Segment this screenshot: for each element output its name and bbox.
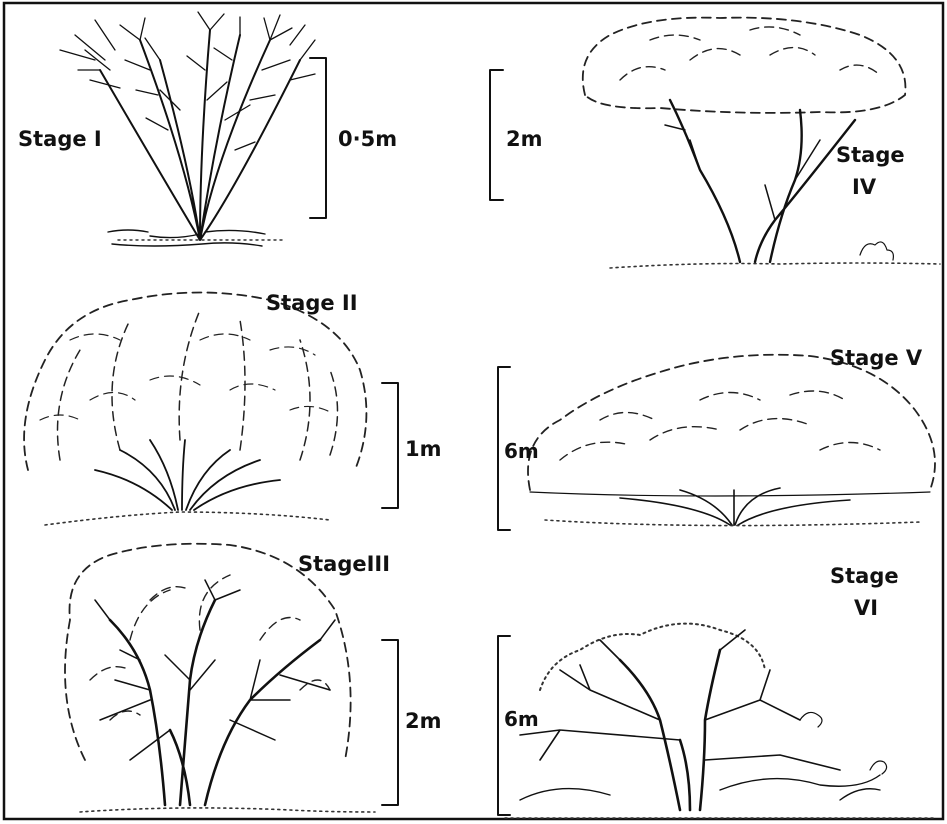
stage-6-height: 6m bbox=[504, 707, 539, 731]
stage-3-label: StageIII bbox=[298, 552, 390, 576]
stage-4-scale-bar bbox=[490, 70, 503, 200]
stage-4-label-line1: Stage bbox=[836, 143, 905, 167]
stage-1-height: 0·5m bbox=[338, 127, 397, 151]
stage-3-height: 2m bbox=[405, 709, 442, 733]
stage-1-label: Stage I bbox=[18, 127, 102, 151]
stage-5-drawing bbox=[528, 355, 935, 526]
stage-6-label-line2: VI bbox=[854, 596, 878, 620]
stage-4-label-line2: IV bbox=[852, 175, 877, 199]
stage-2-height: 1m bbox=[405, 437, 442, 461]
stage-1-scale-bar bbox=[310, 58, 326, 218]
stage-2-drawing bbox=[24, 293, 366, 526]
stage-6-drawing bbox=[505, 624, 935, 818]
stage-6-label-line1: Stage bbox=[830, 564, 899, 588]
stage-2-scale-bar bbox=[382, 383, 398, 508]
stage-4-height: 2m bbox=[506, 127, 543, 151]
stage-5-label: Stage V bbox=[830, 346, 923, 370]
stage-2-label: Stage II bbox=[266, 291, 358, 315]
stage-5-height: 6m bbox=[504, 439, 539, 463]
stage-3-drawing bbox=[65, 544, 375, 812]
stage-3-scale-bar bbox=[382, 640, 398, 805]
